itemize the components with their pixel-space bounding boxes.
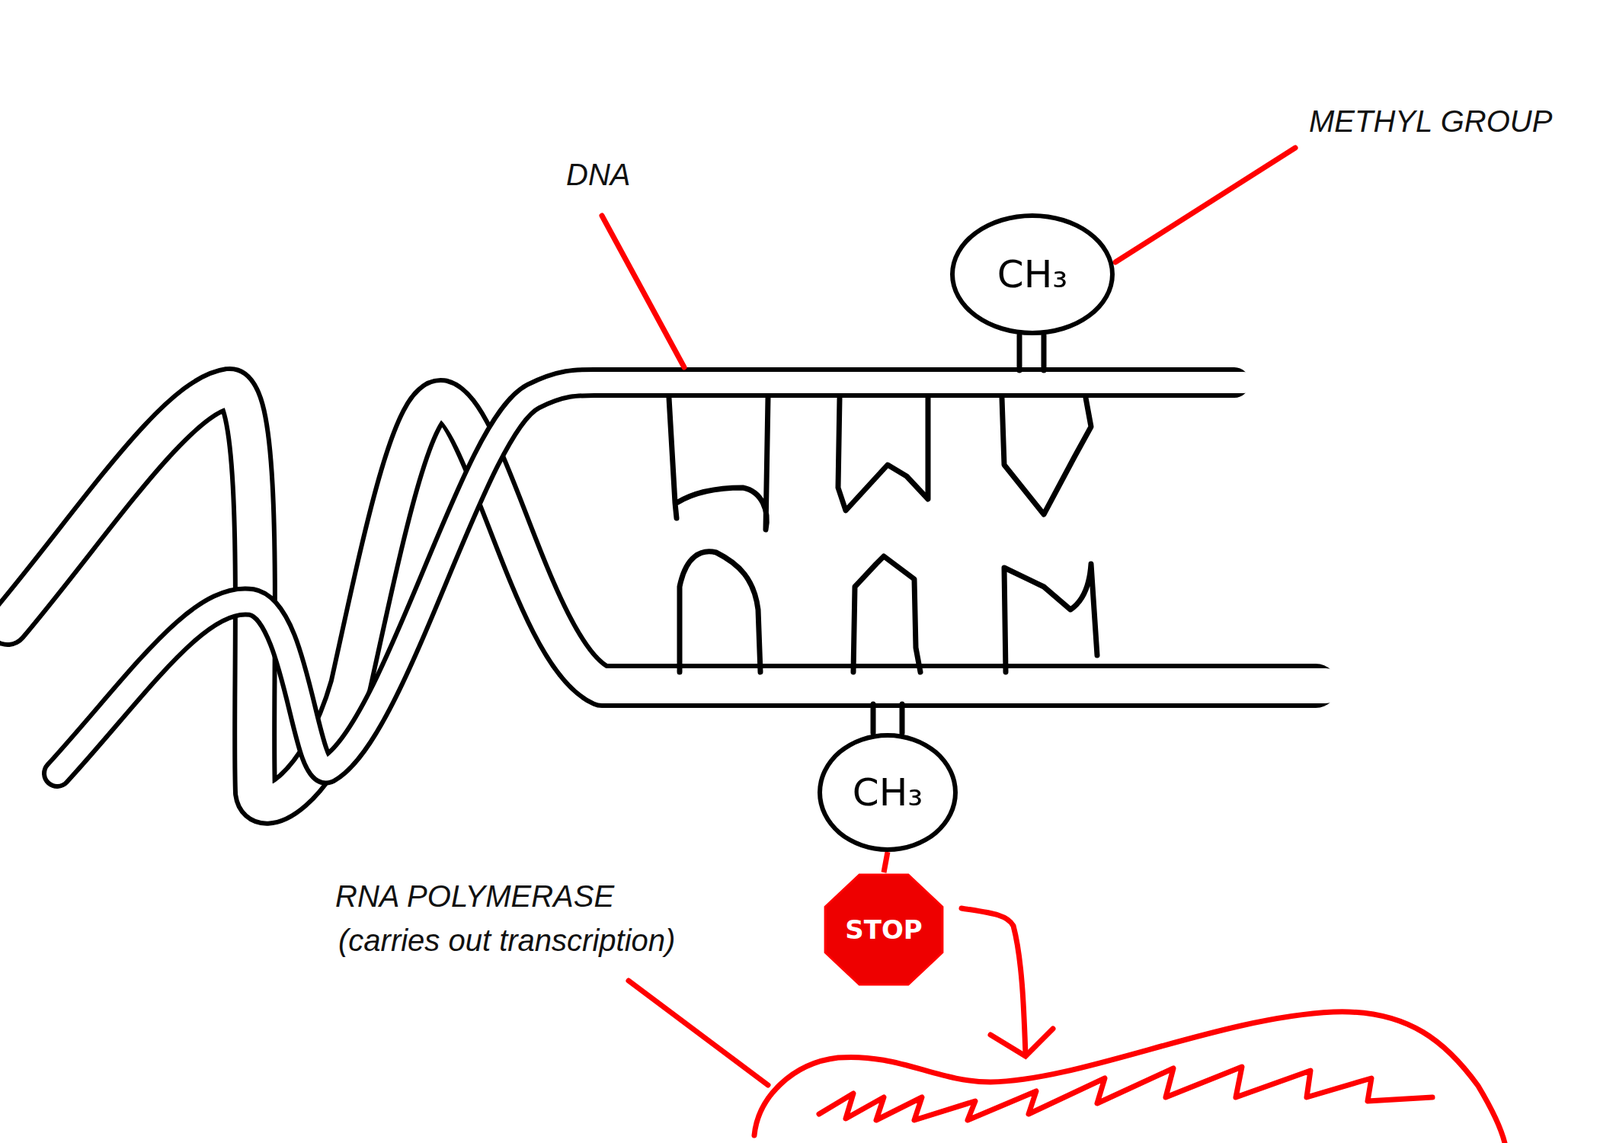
methyl-bond	[1041, 335, 1047, 371]
methyl-bond	[899, 704, 906, 733]
connector	[883, 851, 888, 873]
base	[853, 556, 921, 672]
base	[668, 397, 768, 530]
text-label: DNA	[566, 156, 631, 193]
dna-strand	[7, 388, 1316, 804]
polymerase-texture	[819, 1066, 1433, 1120]
chemical-formula: CH₃	[852, 770, 924, 815]
leader-line	[628, 980, 768, 1085]
octagon-shape	[825, 874, 943, 985]
dna-strand-gap	[7, 388, 1326, 804]
methyl-circle: CH₃	[817, 732, 958, 852]
dna-strand	[57, 382, 1235, 774]
arrowhead	[990, 1028, 1053, 1056]
base	[838, 397, 928, 511]
text-label: RNA POLYMERASE	[335, 877, 615, 915]
base	[1001, 397, 1092, 515]
stop-sign: STOP	[822, 872, 945, 987]
methyl-bond	[870, 704, 877, 733]
rna-polymerase	[754, 1011, 1505, 1143]
leader-line	[1115, 147, 1296, 263]
base	[1004, 563, 1098, 672]
chemical-formula: CH₃	[997, 252, 1069, 297]
text-label: (carries out transcription)	[338, 921, 676, 959]
base	[679, 551, 761, 672]
connector-line	[883, 851, 888, 873]
text-label: METHYL GROUP	[1308, 102, 1552, 140]
inhibition-arrow	[961, 908, 1026, 1055]
dna-strand-gap	[57, 382, 1244, 774]
methyl-bond	[1017, 335, 1023, 371]
methyl-circle: CH₃	[950, 213, 1115, 336]
leader-line	[601, 215, 685, 368]
stop-text: STOP	[844, 914, 923, 945]
